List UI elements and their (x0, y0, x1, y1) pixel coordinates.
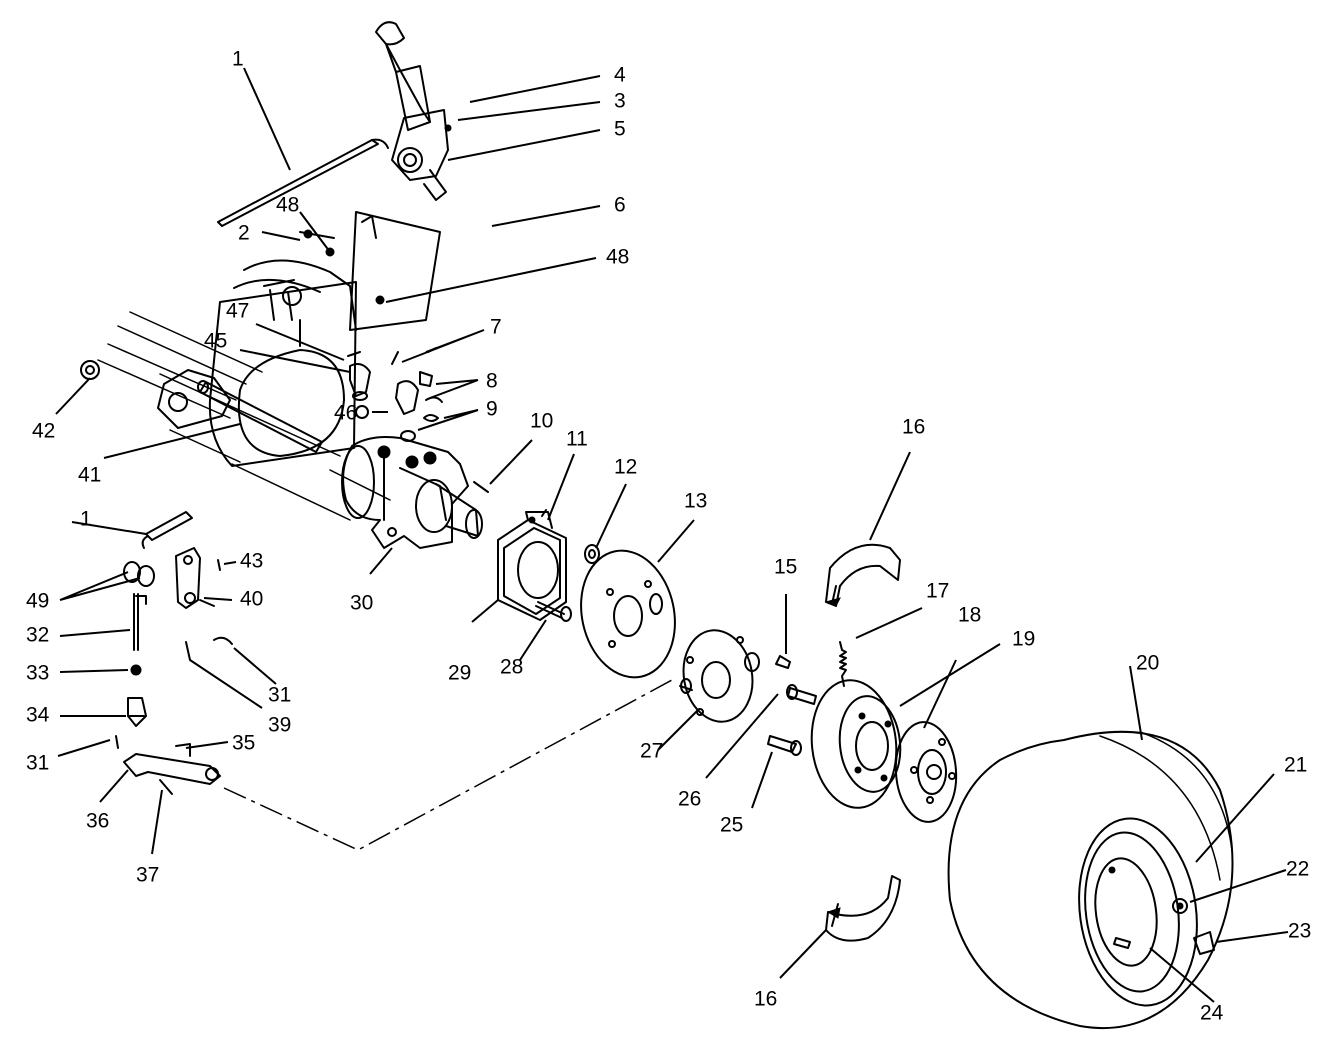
washers-49 (123, 561, 155, 587)
callout-labels: 1 2 3 4 5 6 7 8 9 10 11 12 13 15 16 16 1… (26, 48, 1311, 1025)
callout-1-upper: 1 (232, 48, 244, 71)
callout-3: 3 (614, 90, 626, 113)
hub-flange (679, 629, 760, 723)
callout-21: 21 (1284, 754, 1307, 777)
pin-10 (473, 481, 489, 493)
callout-16-upper: 16 (902, 416, 925, 439)
callout-13: 13 (684, 490, 707, 513)
pin-11 (541, 509, 547, 517)
pin-37 (159, 779, 173, 795)
callout-22: 22 (1286, 858, 1309, 881)
callout-15: 15 (774, 556, 797, 579)
brake-shoe-lower (825, 875, 901, 942)
callout-39: 39 (268, 714, 291, 737)
callout-35: 35 (232, 732, 255, 755)
callout-37: 37 (136, 864, 159, 887)
callout-47: 47 (226, 300, 249, 323)
callout-2: 2 (238, 222, 250, 245)
bolt-28 (535, 601, 572, 622)
callout-26: 26 (678, 788, 701, 811)
brake-handle (375, 21, 452, 201)
callout-41: 41 (78, 464, 101, 487)
callout-18: 18 (958, 604, 981, 627)
spring-17 (839, 641, 847, 687)
callout-43: 43 (240, 550, 263, 573)
brake-drum (810, 679, 902, 809)
callout-8: 8 (486, 370, 498, 393)
callout-34: 34 (26, 704, 50, 727)
clevis-rod-32-34 (127, 593, 147, 727)
callout-20: 20 (1136, 652, 1159, 675)
nut-42 (80, 360, 100, 380)
callout-9: 9 (486, 398, 498, 421)
callout-28: 28 (500, 656, 523, 679)
callout-12: 12 (614, 456, 637, 479)
parts-artwork (80, 21, 1234, 1030)
brake-arm-36 (123, 743, 221, 785)
callout-36: 36 (86, 810, 109, 833)
callout-45: 45 (204, 330, 227, 353)
callout-5: 5 (614, 118, 626, 141)
callout-33: 33 (26, 662, 49, 685)
callout-49: 49 (26, 590, 49, 613)
cotter-pin-31-upper (213, 636, 233, 645)
callout-48-right: 48 (606, 246, 629, 269)
callout-46: 46 (334, 402, 357, 425)
callout-6: 6 (614, 194, 626, 217)
callout-1-lower: 1 (80, 508, 92, 531)
callout-19: 19 (1012, 628, 1035, 651)
brake-shoe-upper (824, 543, 901, 607)
callout-17: 17 (926, 580, 949, 603)
callout-16-lower: 16 (754, 988, 777, 1011)
callout-25: 25 (720, 814, 743, 837)
callout-48-upper: 48 (276, 194, 299, 217)
washer-12 (584, 544, 600, 564)
callout-31-lower: 31 (26, 752, 49, 775)
fitting-left (347, 351, 371, 419)
brake-rod-upper (217, 138, 389, 227)
callout-42: 42 (32, 420, 55, 443)
cotter-pin-31-lower (115, 735, 119, 749)
axle-bracket (157, 369, 323, 453)
callout-27: 27 (640, 740, 663, 763)
leader-lines (55, 67, 1289, 1003)
assembly-centerline (223, 679, 673, 851)
fasteners-15-26-25 (767, 655, 817, 756)
callout-23: 23 (1288, 920, 1311, 943)
frame-rails (97, 311, 391, 521)
lever-link-40 (175, 547, 215, 609)
callout-31-upper: 31 (268, 684, 291, 707)
callout-7: 7 (490, 316, 502, 339)
callout-30: 30 (350, 592, 373, 615)
pin-39 (185, 641, 191, 661)
frame-side-plate (208, 259, 357, 467)
callout-32: 32 (26, 624, 49, 647)
callout-11: 11 (566, 428, 588, 451)
callout-10: 10 (530, 410, 553, 433)
brake-rod-lower (141, 511, 193, 549)
brake-bracket-plate (299, 211, 441, 331)
hub-plate (894, 721, 958, 823)
brake-disc (580, 549, 676, 679)
mounting-plate (497, 511, 567, 621)
wheel-tire (947, 730, 1234, 1030)
callout-40: 40 (240, 588, 263, 611)
callout-4: 4 (614, 64, 626, 87)
fitting-right (391, 347, 443, 442)
callout-24: 24 (1200, 1002, 1224, 1025)
callout-29: 29 (448, 662, 471, 685)
hydraulic-motor (341, 436, 483, 549)
pin-43 (217, 559, 221, 571)
